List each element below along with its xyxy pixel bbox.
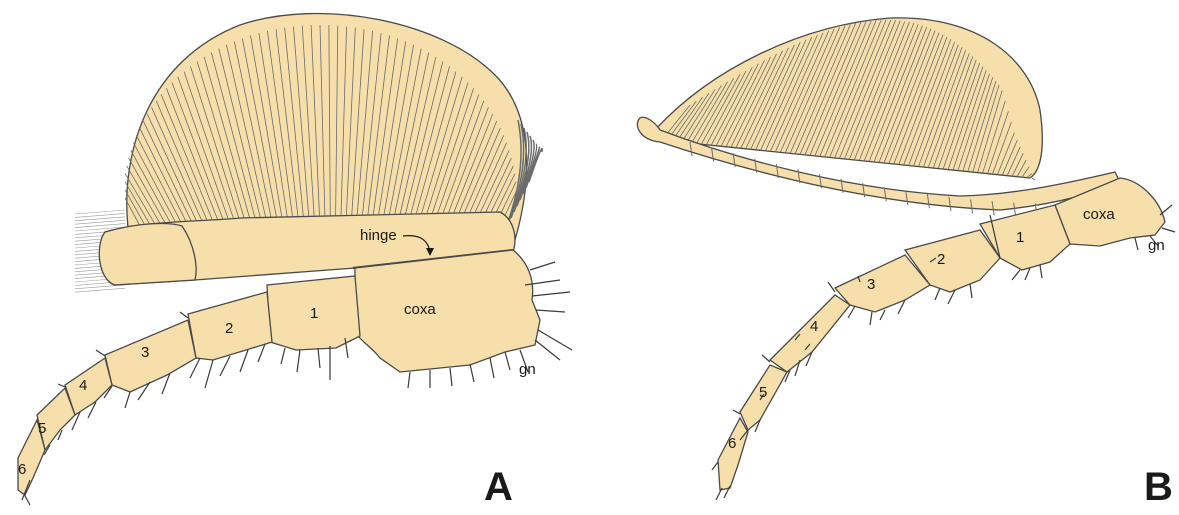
- spine: [125, 392, 130, 408]
- spine: [220, 356, 230, 376]
- spine: [535, 340, 560, 360]
- panel-label-a: A: [484, 465, 513, 509]
- panel-b: coxa gn 1 2 3 4 5 6 B: [637, 18, 1175, 509]
- spine: [505, 352, 510, 370]
- segment-6: [718, 418, 748, 490]
- segment-3: [105, 320, 196, 392]
- fan-lamella: [1032, 178, 1035, 180]
- seta: [75, 217, 125, 221]
- spine: [297, 350, 300, 372]
- spine: [408, 372, 410, 388]
- seta: [75, 220, 125, 224]
- spine: [532, 292, 570, 296]
- segment-label-2: 2: [225, 320, 233, 337]
- gn-label: gn: [519, 361, 536, 378]
- spine: [281, 348, 285, 364]
- spine: [24, 494, 30, 505]
- spine: [490, 358, 494, 378]
- segment-label-1: 1: [310, 305, 318, 322]
- panel-label-b: B: [1144, 465, 1173, 509]
- spine: [536, 310, 565, 312]
- spine: [848, 306, 855, 318]
- spine: [1025, 268, 1030, 280]
- segment-label-3: 3: [141, 344, 149, 361]
- spine: [258, 344, 265, 362]
- gn-label: gn: [1148, 237, 1165, 254]
- seta: [75, 288, 125, 292]
- spine: [828, 282, 835, 292]
- spine: [1162, 228, 1175, 232]
- spine: [470, 364, 474, 382]
- spine: [58, 384, 65, 387]
- spine: [870, 312, 872, 325]
- segment-label-6: 6: [18, 461, 26, 478]
- seta: [75, 210, 125, 214]
- basal-lobe-tip: [99, 224, 196, 285]
- spine: [1012, 270, 1020, 280]
- coxa-label: coxa: [404, 301, 436, 318]
- spine: [240, 350, 248, 372]
- segment-label-1: 1: [1016, 229, 1024, 246]
- seta: [75, 213, 125, 217]
- coxa-label: coxa: [1083, 206, 1115, 223]
- segment-label-4: 4: [79, 377, 87, 394]
- panel-a: hinge coxa gn 1 2 3 4 5 6 A: [18, 13, 572, 509]
- spine: [733, 410, 740, 414]
- spine: [450, 368, 452, 386]
- spine: [712, 462, 718, 470]
- spine: [762, 355, 770, 362]
- spine: [1160, 205, 1172, 215]
- spine: [970, 284, 972, 298]
- segment-label-4: 4: [810, 318, 818, 335]
- segment-label-6: 6: [728, 435, 736, 452]
- spine: [935, 288, 940, 300]
- segment-label-5: 5: [759, 384, 767, 401]
- spine: [205, 360, 213, 388]
- spine: [318, 348, 320, 368]
- seta: [75, 224, 125, 228]
- segment-label-5: 5: [38, 420, 46, 437]
- spine: [1135, 238, 1138, 250]
- spine: [880, 310, 885, 320]
- spine: [1040, 265, 1042, 278]
- spine: [716, 488, 722, 500]
- spine: [180, 312, 188, 318]
- segment-label-3: 3: [867, 276, 875, 293]
- segment-label-2: 2: [937, 251, 945, 268]
- epipod-fan: [127, 13, 527, 240]
- coxa: [355, 250, 540, 372]
- spine: [530, 262, 555, 270]
- hinge-label: hinge: [360, 227, 397, 244]
- spine: [96, 350, 105, 356]
